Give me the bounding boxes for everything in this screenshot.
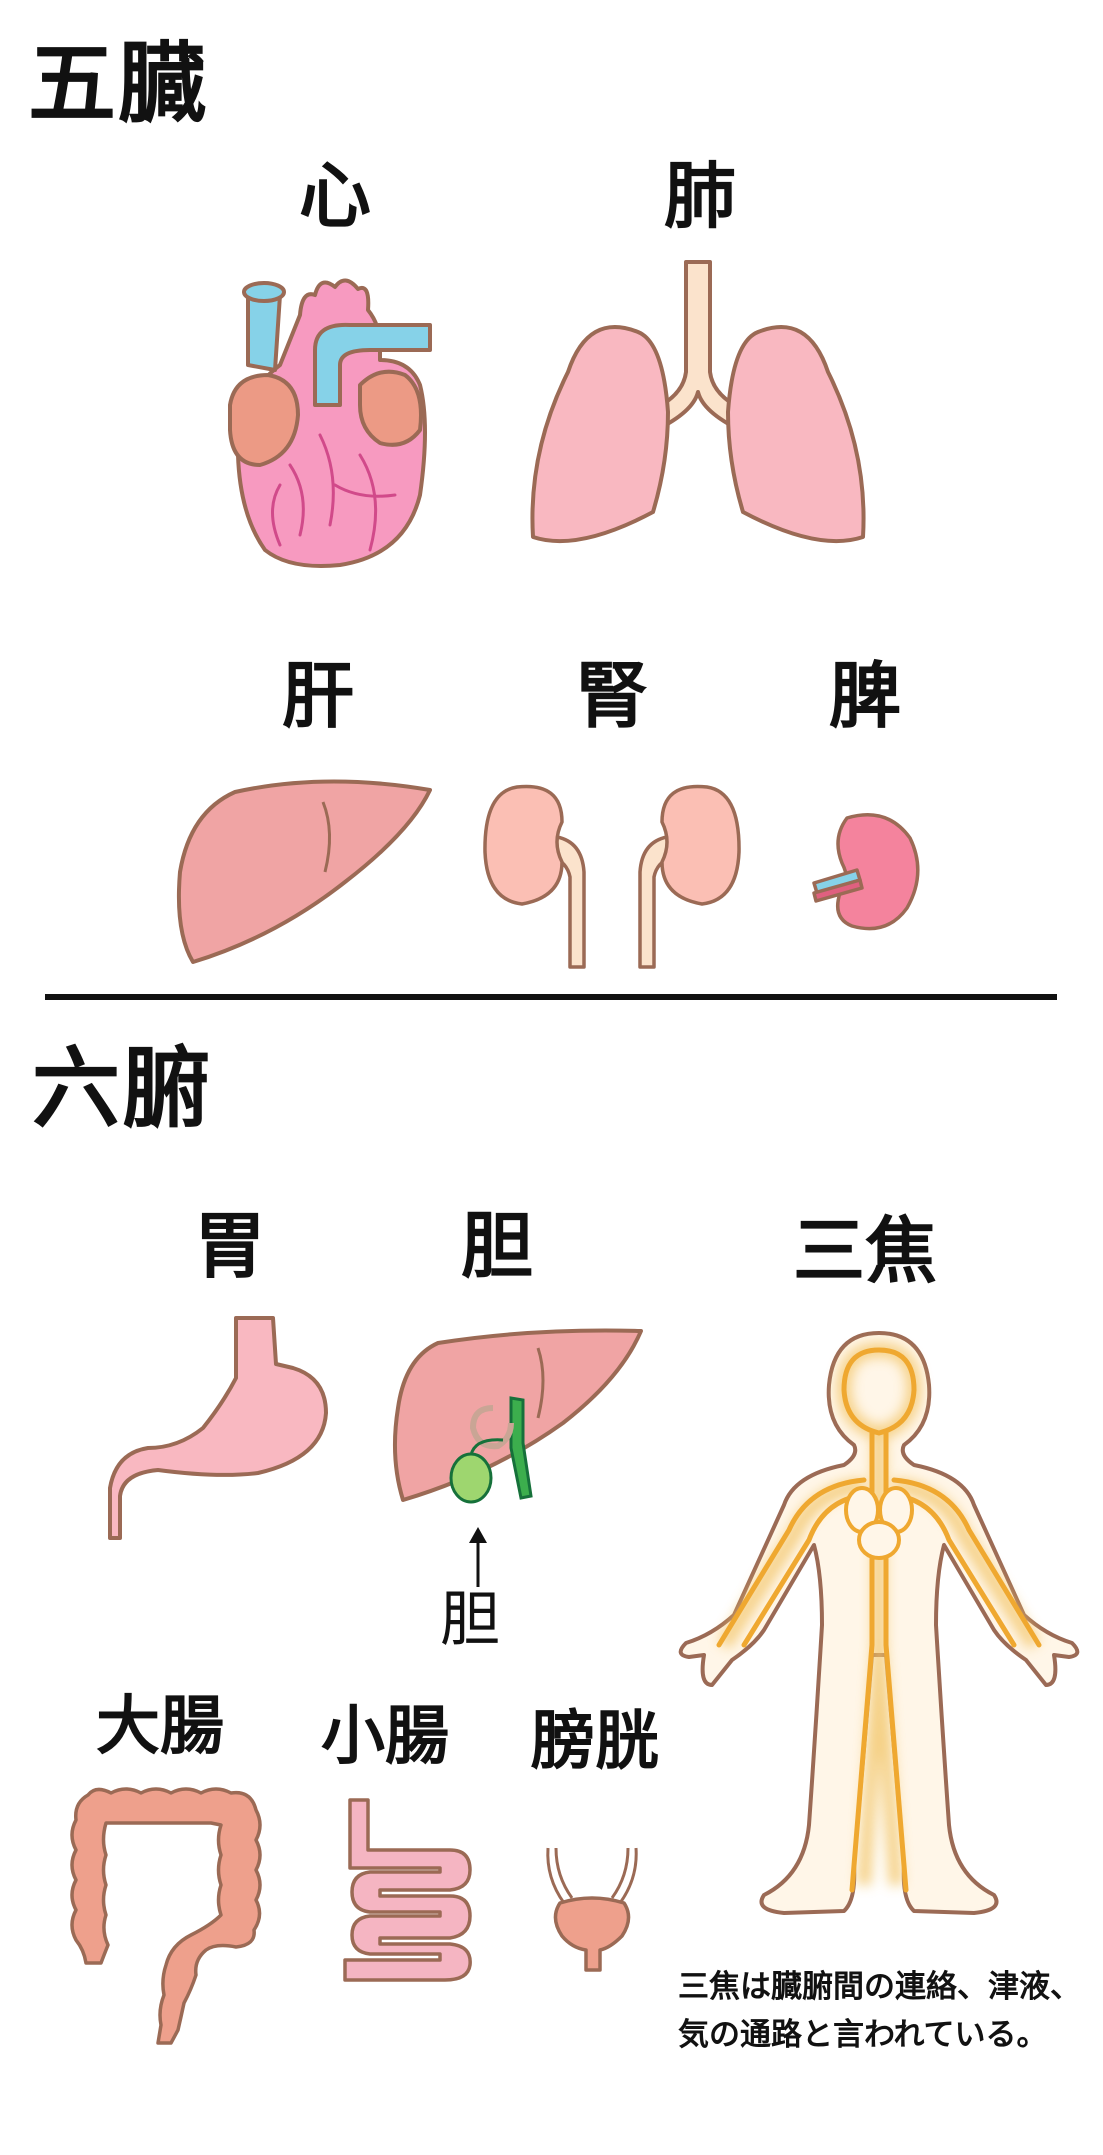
spleen-illustration [812,813,920,931]
label-kidney: 腎 [575,654,648,738]
section-title-zang: 五臓 [28,32,209,135]
label-stomach: 胃 [193,1204,266,1288]
liver-illustration [176,779,432,964]
small-intestine-illustration [343,1798,472,1982]
kidney-illustration [483,784,741,969]
gallbladder-pointer-label: 胆 [440,1585,500,1655]
label-liver: 肝 [281,654,354,738]
stomach-illustration [108,1316,328,1540]
label-heart: 心 [298,154,371,238]
bladder-illustration [546,1847,638,1972]
label-gallbladder: 胆 [460,1204,533,1288]
gallbladder-illustration [392,1328,643,1504]
triple-burner-note-line-1: 三焦は臓腑間の連絡、津液、 [678,1969,1081,2005]
lung-illustration [530,260,866,544]
label-spleen: 脾 [828,654,901,738]
heart-illustration [228,278,432,568]
label-large-intestine: 大腸 [96,1690,224,1764]
section-divider [45,994,1057,1000]
gallbladder-pointer-arrow [469,1527,487,1587]
section-title-fu: 六腑 [32,1037,213,1140]
label-lung: 肺 [663,154,736,238]
triple-burner-illustration [678,1331,1080,1915]
large-intestine-illustration [70,1787,262,2045]
label-triple-burner: 三焦 [792,1209,937,1293]
triple-burner-note-line-2: 気の通路と言われている。 [678,2017,1048,2053]
label-bladder: 膀胱 [531,1705,659,1779]
label-small-intestine: 小腸 [321,1700,449,1774]
